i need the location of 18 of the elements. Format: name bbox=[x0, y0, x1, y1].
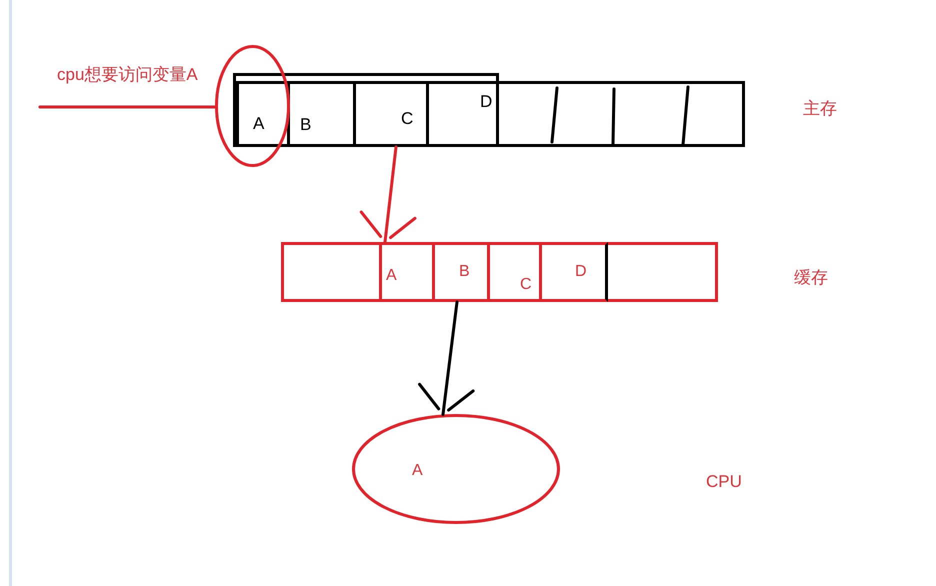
cell-label: D bbox=[480, 93, 492, 110]
side-label: 缓存 bbox=[794, 269, 828, 286]
cell-label: D bbox=[575, 264, 587, 280]
ellipse bbox=[352, 414, 560, 524]
side-label: 主存 bbox=[803, 100, 837, 117]
cache-bar bbox=[281, 242, 718, 302]
leader-line bbox=[38, 106, 216, 108]
highlight-ellipse bbox=[215, 45, 290, 167]
cell-label: C bbox=[520, 277, 532, 293]
outline-box bbox=[233, 73, 499, 147]
cell-label: A bbox=[386, 268, 397, 284]
ellipse-label: A bbox=[412, 463, 423, 479]
cell-label: C bbox=[401, 110, 414, 127]
cell-label: A bbox=[253, 115, 264, 132]
cell-label: B bbox=[300, 116, 312, 133]
cell-label: B bbox=[459, 264, 470, 280]
annotation-text: cpu想要访问变量A bbox=[57, 66, 198, 83]
side-label: CPU bbox=[706, 473, 742, 490]
